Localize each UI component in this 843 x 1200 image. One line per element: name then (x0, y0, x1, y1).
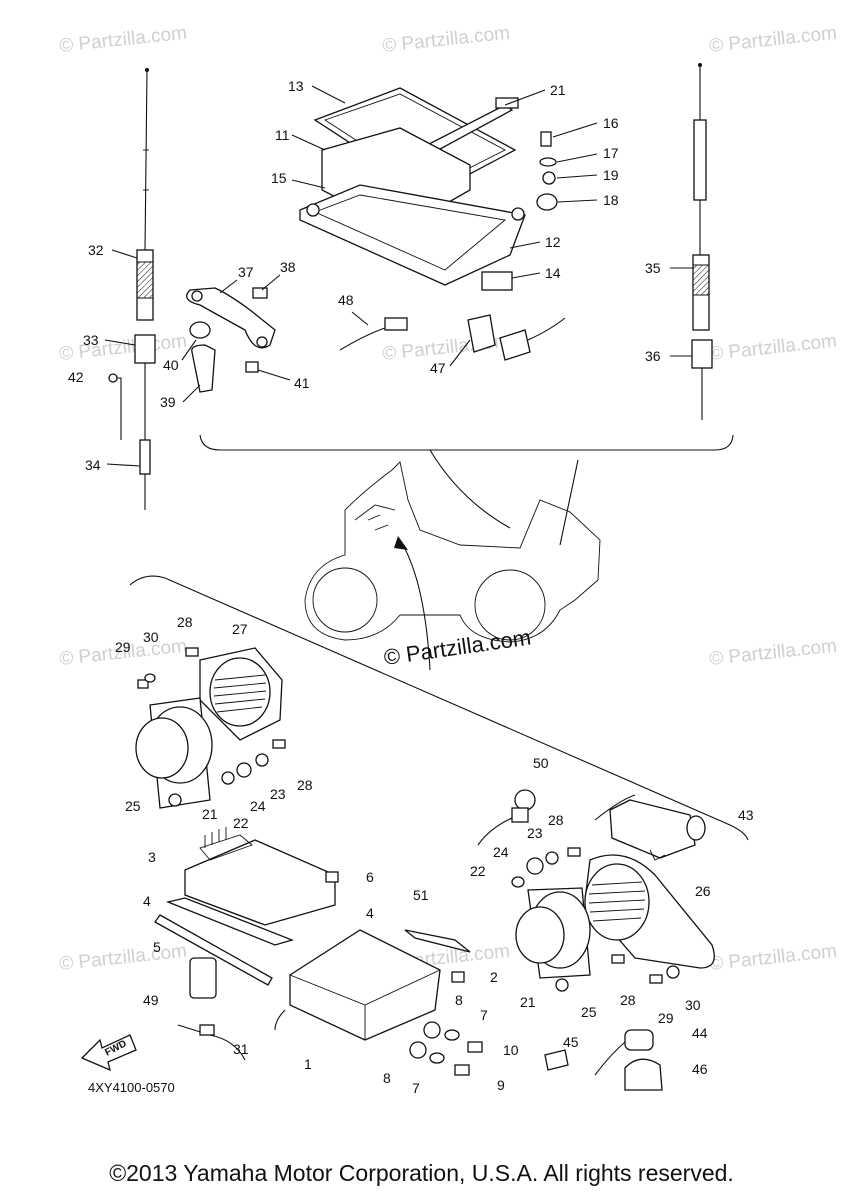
callout-8: 8 (383, 1070, 391, 1086)
callout-47: 47 (430, 360, 446, 376)
motorcycle-silhouette (304, 461, 601, 671)
callout-18: 18 (603, 192, 619, 208)
callout-16: 16 (603, 115, 619, 131)
control-unit-assembly (299, 87, 566, 361)
callout-4: 4 (143, 893, 151, 909)
callout-36: 36 (645, 348, 661, 364)
callout-27: 27 (232, 621, 248, 637)
speaker-right-assembly (477, 789, 715, 1091)
callout-28: 28 (620, 992, 636, 1008)
callout-31: 31 (233, 1041, 249, 1057)
callout-13: 13 (288, 78, 304, 94)
partzilla-watermark: © Partzilla.com (381, 23, 511, 57)
callout-21: 21 (520, 994, 536, 1010)
antenna-right (691, 63, 713, 420)
callout-14: 14 (545, 265, 561, 281)
callout-22: 22 (470, 863, 486, 879)
callout-19: 19 (603, 167, 619, 183)
fwd-arrow: FWD (80, 1034, 137, 1072)
callout-28: 28 (177, 614, 193, 630)
callout-9: 9 (497, 1077, 505, 1093)
leader-lines (104, 85, 693, 467)
partzilla-watermark: © Partzilla.com (708, 23, 838, 57)
partzilla-watermark: © Partzilla.com (708, 636, 838, 670)
callout-17: 17 (603, 145, 619, 161)
callout-32: 32 (88, 242, 104, 258)
partzilla-watermark: © Partzilla.com (58, 941, 188, 975)
callout-15: 15 (271, 170, 287, 186)
antenna-left (108, 68, 156, 510)
callout-28: 28 (297, 777, 313, 793)
amplifier-assembly (154, 827, 483, 1076)
callout-21: 21 (202, 806, 218, 822)
callout-4: 4 (366, 905, 374, 921)
callout-30: 30 (143, 629, 159, 645)
callout-12: 12 (545, 234, 561, 250)
callout-45: 45 (563, 1034, 579, 1050)
callout-3: 3 (148, 849, 156, 865)
callout-40: 40 (163, 357, 179, 373)
callout-51: 51 (413, 887, 429, 903)
callout-28: 28 (548, 812, 564, 828)
callout-2: 2 (490, 969, 498, 985)
callout-20: 21 (550, 82, 566, 98)
callout-29: 29 (115, 639, 131, 655)
callout-numbers: 13 11 15 21 16 17 19 18 12 14 32 33 42 3… (68, 78, 754, 1096)
callout-37: 37 (238, 264, 254, 280)
callout-23: 23 (270, 786, 286, 802)
diagram-code: 4XY4100-0570 (88, 1080, 175, 1095)
callout-49: 49 (143, 992, 159, 1008)
callout-24: 24 (493, 844, 509, 860)
callout-38: 38 (280, 259, 296, 275)
callout-30: 30 (685, 997, 701, 1013)
speaker-left-assembly (135, 647, 286, 809)
callout-8: 8 (455, 992, 463, 1008)
partzilla-watermark: © Partzilla.com (708, 331, 838, 365)
callout-11: 11 (275, 127, 290, 143)
callout-35: 35 (645, 260, 661, 276)
callout-33: 33 (83, 332, 99, 348)
callout-46: 46 (692, 1061, 708, 1077)
partzilla-watermark: © Partzilla.com (708, 941, 838, 975)
partzilla-watermark-center: © Partzilla.com (382, 625, 532, 670)
copyright-footer: ©2013 Yamaha Motor Corporation, U.S.A. A… (109, 1160, 734, 1186)
callout-24: 24 (250, 798, 266, 814)
callout-39: 39 (160, 394, 176, 410)
callout-41: 41 (294, 375, 310, 391)
callout-29: 29 (658, 1010, 674, 1026)
callout-5: 5 (153, 939, 161, 955)
callout-44: 44 (692, 1025, 708, 1041)
callout-10: 10 (503, 1042, 519, 1058)
callout-34: 34 (85, 457, 101, 473)
callout-43: 43 (738, 807, 754, 823)
callout-50: 50 (533, 755, 549, 771)
callout-23: 23 (527, 825, 543, 841)
callout-25: 25 (125, 798, 141, 814)
callout-6: 6 (366, 869, 374, 885)
callout-26: 26 (695, 883, 711, 899)
callout-48: 48 (338, 292, 354, 308)
callout-7: 7 (480, 1007, 488, 1023)
partzilla-watermark: © Partzilla.com (58, 23, 188, 57)
callout-1: 1 (304, 1056, 312, 1072)
callout-7: 7 (412, 1080, 420, 1096)
callout-22: 22 (233, 815, 249, 831)
callout-25: 25 (581, 1004, 597, 1020)
callout-42: 42 (68, 369, 84, 385)
